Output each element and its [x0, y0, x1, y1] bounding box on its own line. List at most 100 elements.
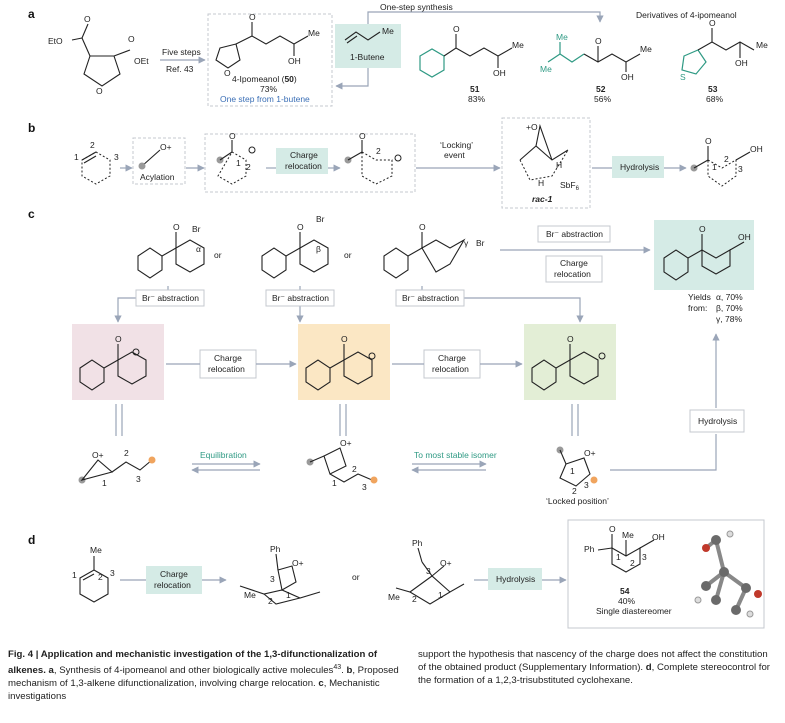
svg-text:OH: OH: [750, 144, 763, 154]
svg-text:OH: OH: [288, 56, 301, 66]
svg-text:β: β: [316, 244, 321, 254]
svg-text:O+: O+: [584, 448, 596, 458]
svg-text:O: O: [341, 334, 348, 344]
svg-text:O: O: [297, 222, 304, 232]
svg-text:OH: OH: [738, 232, 751, 242]
svg-text:Charge: Charge: [214, 353, 242, 363]
svg-text:3: 3: [270, 574, 275, 584]
ipomeanol-box: [207, 13, 333, 107]
svg-text:O: O: [128, 34, 135, 44]
c-hydrolysis-pill: [689, 409, 745, 433]
caption-left: Fig. 4 | Application and mechanistic inv…: [8, 649, 399, 703]
c-br-abstraction-top: [537, 225, 611, 243]
svg-text:from:: from:: [688, 303, 707, 313]
ref-label: Ref. 43: [166, 64, 194, 74]
svg-text:3: 3: [136, 474, 141, 484]
svg-text:or: or: [352, 572, 360, 582]
product-52: Me Me O OH Me: [540, 32, 652, 82]
svg-text:or: or: [344, 250, 352, 260]
product-54-yield: 40%: [618, 596, 635, 606]
svg-text:H: H: [538, 178, 544, 188]
svg-text:O: O: [359, 131, 366, 141]
svg-text:relocation: relocation: [432, 364, 469, 374]
acylation-box: [132, 137, 186, 185]
svg-text:2: 2: [90, 140, 95, 150]
panel-label-c: c: [28, 207, 35, 221]
svg-text:1: 1: [570, 466, 575, 476]
svg-text:Me: Me: [556, 32, 568, 42]
b-cyclohexene: 1 2 3: [74, 140, 119, 185]
svg-text:OH: OH: [493, 68, 506, 78]
svg-text:Charge: Charge: [438, 353, 466, 363]
svg-text:Charge: Charge: [160, 569, 188, 579]
svg-text:1: 1: [438, 590, 443, 600]
svg-text:1: 1: [712, 162, 717, 172]
svg-text:O: O: [84, 14, 91, 24]
svg-text:O: O: [595, 36, 602, 46]
d-intermediate-2: Ph O+ Me 3 2 1: [388, 538, 465, 605]
svg-text:Br⁻ abstraction: Br⁻ abstraction: [546, 229, 603, 239]
svg-text:2: 2: [124, 448, 129, 458]
svg-text:Me: Me: [90, 545, 102, 555]
svg-text:O: O: [115, 334, 122, 344]
svg-text:Me: Me: [640, 44, 652, 54]
svg-text:O: O: [609, 524, 616, 534]
c-br-abstraction-1: [135, 289, 205, 307]
svg-text:Me: Me: [388, 592, 400, 602]
b-cation-1: O 1 2: [216, 131, 256, 185]
ipomeanol-structure: O O OH Me: [215, 12, 320, 78]
svg-text:Hydrolysis: Hydrolysis: [496, 574, 535, 584]
svg-text:γ, 78%: γ, 78%: [716, 314, 742, 324]
svg-text:3: 3: [642, 552, 647, 562]
product-51: O OH Me: [419, 24, 524, 78]
d-intermediate-1: Ph O+ Me 3 2 1: [239, 544, 321, 606]
c-alpha-cation: O: [79, 334, 147, 391]
svg-text:α, 70%: α, 70%: [716, 292, 743, 302]
svg-text:Me: Me: [756, 40, 768, 50]
svg-text:Me: Me: [308, 28, 320, 38]
locked-label: ‘Locked position’: [546, 496, 609, 506]
svg-text:EtO: EtO: [48, 36, 63, 46]
svg-text:O: O: [419, 222, 426, 232]
svg-text:O: O: [224, 68, 231, 78]
b-final-product: O OH 1 2 3: [690, 136, 763, 187]
panel-label-a: a: [28, 7, 35, 21]
svg-text:Hydrolysis: Hydrolysis: [620, 162, 659, 172]
svg-text:Me: Me: [540, 64, 552, 74]
svg-text:3: 3: [362, 482, 367, 492]
svg-text:O: O: [173, 222, 180, 232]
svg-text:Me: Me: [382, 26, 394, 36]
panel-label-d: d: [28, 533, 35, 547]
svg-text:β, 70%: β, 70%: [716, 303, 743, 313]
one-step-text: One step from 1-butene: [220, 94, 310, 104]
charge-relocation-box: [204, 133, 416, 193]
b-hydrolysis-pill: [612, 156, 664, 178]
svg-text:Br⁻ abstraction: Br⁻ abstraction: [272, 293, 329, 303]
svg-text:O+: O+: [340, 438, 352, 448]
crystal-structure-image: [694, 530, 762, 618]
c-product-box: [654, 220, 754, 290]
product-53-num: 53: [708, 84, 718, 94]
c-product-structure: O OH: [663, 224, 751, 281]
c-alpha-bromide: O Br α: [137, 222, 205, 279]
svg-text:O: O: [709, 18, 716, 28]
locking-label-2: event: [444, 150, 465, 160]
c-epoxide-ion: O+ 1 2 3: [78, 448, 156, 488]
c-br-abstraction-3: [395, 289, 465, 307]
svg-text:Br: Br: [476, 238, 485, 248]
compound-name: 4-Ipomeanol (50): [232, 74, 297, 84]
c-beta-bromide: O Br β: [261, 214, 329, 279]
product-54-diastereomer: Single diastereomer: [596, 606, 672, 616]
d-product-box: [567, 519, 765, 629]
svg-text:1: 1: [286, 590, 291, 600]
svg-text:1: 1: [102, 478, 107, 488]
b-cation-2: O 2: [344, 131, 402, 185]
derivatives-label: Derivatives of 4-ipomeanol: [636, 10, 737, 20]
svg-text:SbF6: SbF6: [560, 180, 580, 192]
c-gamma-cation: O: [531, 334, 606, 391]
svg-text:OH: OH: [652, 532, 665, 542]
svg-text:O: O: [567, 334, 574, 344]
start-furan-diester: O O EtO O OEt: [48, 14, 149, 96]
svg-text:3: 3: [426, 566, 431, 576]
